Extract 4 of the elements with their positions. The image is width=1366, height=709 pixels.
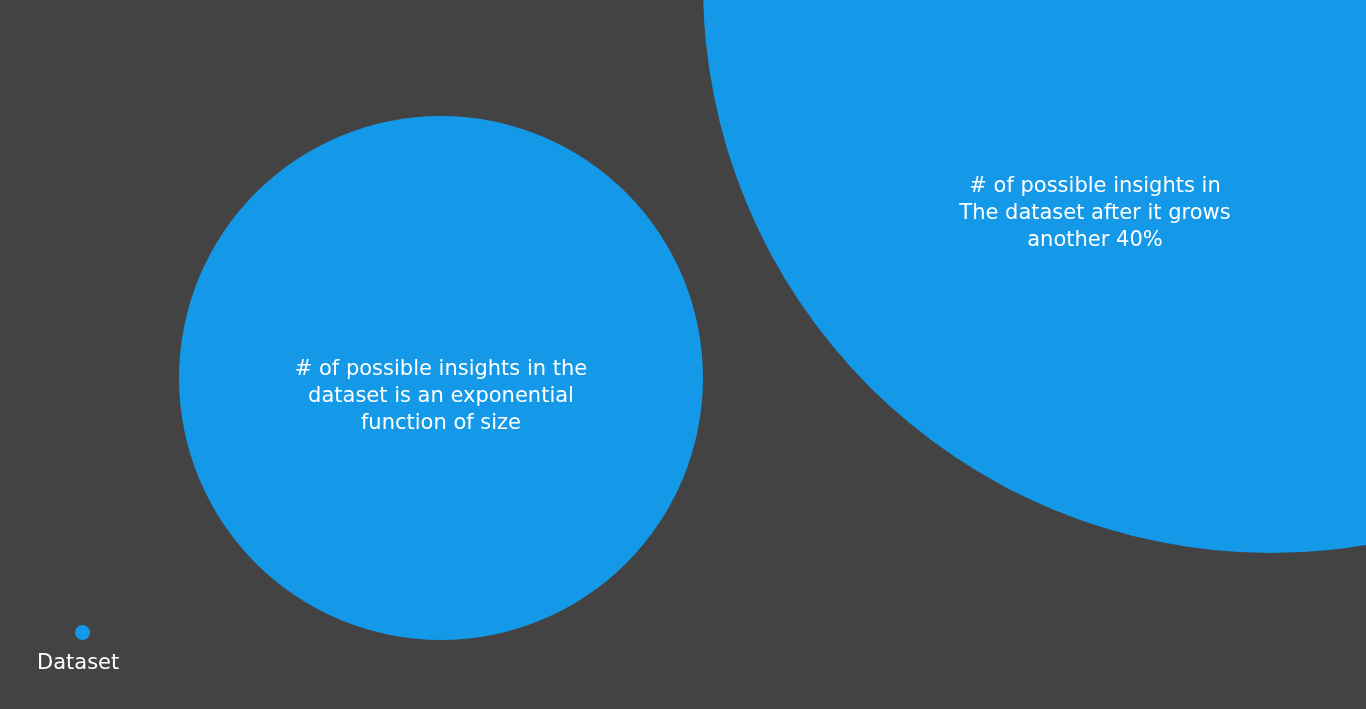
legend-label: Dataset (37, 650, 120, 674)
circle-text: # of possible insights in The dataset after it grows another 40% (958, 172, 1232, 253)
circle-node (179, 116, 704, 641)
circle-text: # of possible insights in the dataset is an exponential function of size (293, 355, 589, 436)
